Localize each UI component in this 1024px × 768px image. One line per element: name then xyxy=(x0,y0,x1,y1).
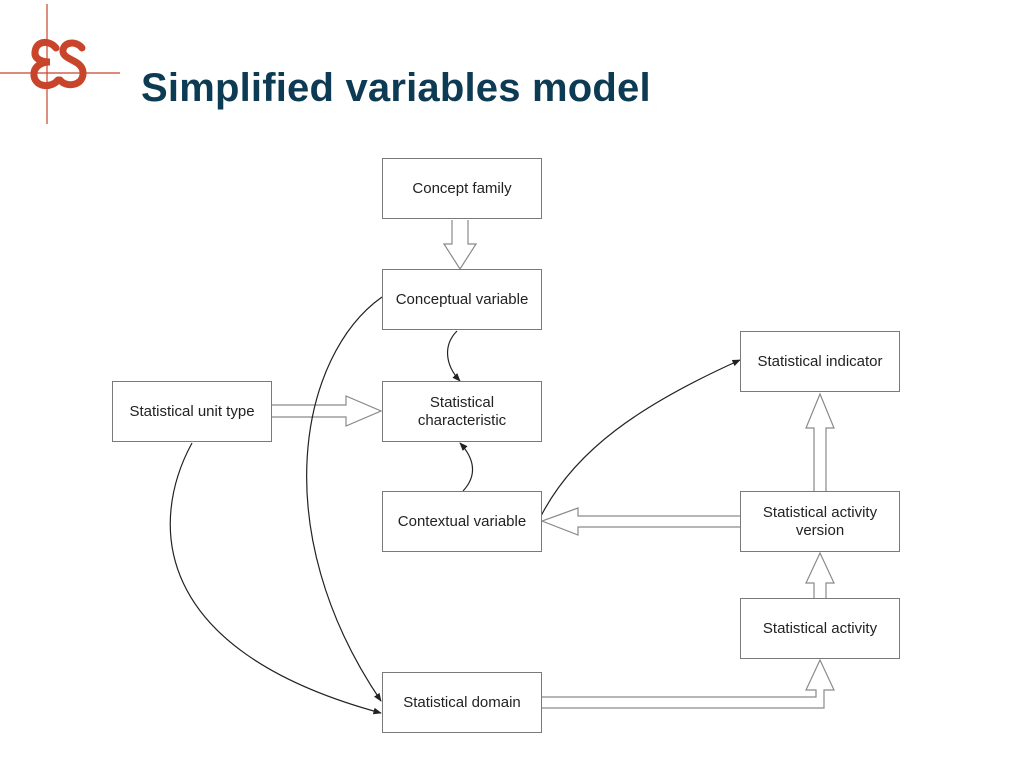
node-statistical-indicator: Statistical indicator xyxy=(740,331,900,392)
edge-conceptual-variable-to-characteristic xyxy=(447,330,461,382)
node-concept-family: Concept family xyxy=(382,158,542,219)
edge-contextual-variable-to-indicator xyxy=(540,359,741,517)
node-statistical-activity-version: Statistical activity version xyxy=(740,491,900,552)
edge-contextual-variable-to-characteristic xyxy=(459,442,473,492)
es-monogram-logo-icon xyxy=(0,4,120,124)
edge-activity-to-activity-version xyxy=(805,551,835,598)
page-title: Simplified variables model xyxy=(141,66,651,110)
edge-conceptual-variable-to-domain xyxy=(306,296,383,702)
node-statistical-characteristic: Statistical characteristic xyxy=(382,381,542,442)
edge-concept-family-to-conceptual-variable xyxy=(442,220,478,271)
node-contextual-variable: Contextual variable xyxy=(382,491,542,552)
edge-activity-version-to-contextual-variable xyxy=(540,507,740,536)
node-conceptual-variable: Conceptual variable xyxy=(382,269,542,330)
node-statistical-unit-type: Statistical unit type xyxy=(112,381,272,442)
node-statistical-activity: Statistical activity xyxy=(740,598,900,659)
edge-unit-type-to-characteristic xyxy=(272,395,383,427)
edge-domain-to-activity xyxy=(541,658,835,709)
edge-unit-type-to-domain xyxy=(169,442,382,715)
edge-activity-version-to-indicator xyxy=(805,392,835,491)
node-statistical-domain: Statistical domain xyxy=(382,672,542,733)
